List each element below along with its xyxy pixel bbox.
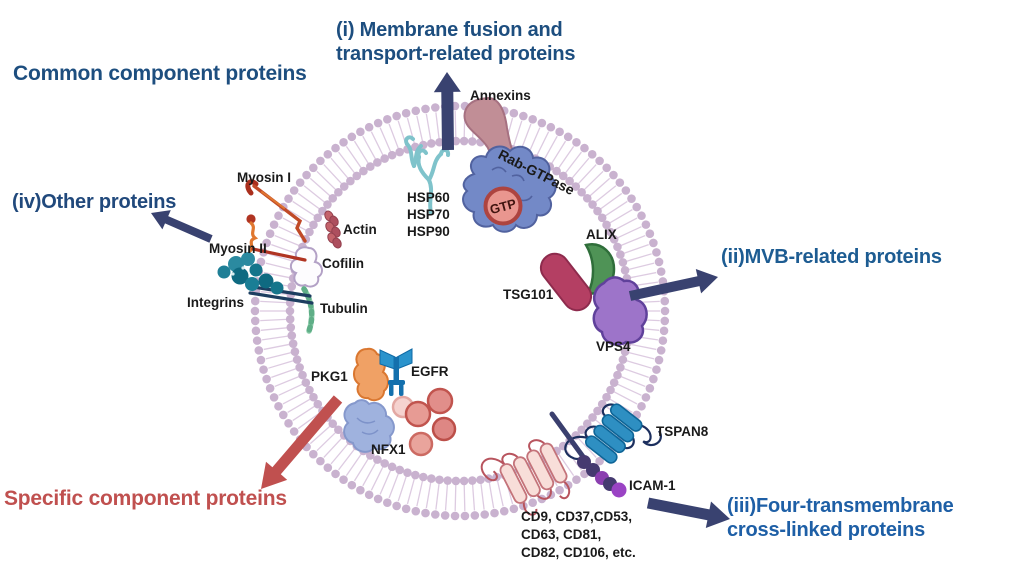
cofilin-icon [289, 246, 323, 288]
arrow-mvb-related [628, 269, 718, 301]
gtp-icon [483, 186, 523, 226]
hsp90-label: HSP90 [407, 224, 450, 239]
cd-label-line2: CD63, CD81, [521, 527, 602, 542]
tubulin-label: Tubulin [320, 301, 368, 316]
myosin-i-icon [245, 179, 307, 243]
category-i-line2: transport-related proteins [336, 43, 576, 65]
integrins-label: Integrins [187, 295, 245, 310]
nfx1-label: NFX1 [371, 442, 406, 457]
myosin-ii-icon [246, 214, 307, 262]
vps4-icon [592, 276, 648, 346]
cd-tetraspanins-label-block: CD9, CD37,CD53, CD63, CD81, CD82, CD106,… [521, 508, 636, 562]
nfx1-icon [343, 399, 395, 453]
integrins-icon [217, 252, 314, 305]
pkg1-label: PKG1 [311, 369, 348, 384]
annexins-label: Annexins [470, 88, 531, 103]
cd-label-line3: CD82, CD106, etc. [521, 545, 636, 560]
myosin-ii-label: Myosin II [209, 241, 267, 256]
arrow-other-proteins [151, 210, 213, 243]
category-ii-heading: (ii)MVB-related proteins [721, 246, 942, 268]
vesicles-icon [391, 387, 457, 457]
category-i-line1: (i) Membrane fusion and [336, 19, 563, 41]
tsg101-icon [539, 252, 593, 312]
egfr-icon [379, 348, 413, 396]
hsp70-label: HSP70 [407, 207, 450, 222]
icam1-label: ICAM-1 [629, 478, 676, 493]
hsp-label-block: HSP60 HSP70 HSP90 [407, 189, 450, 240]
icam1-icon [549, 411, 627, 498]
arrow-specific-component [261, 395, 343, 489]
actin-icon [324, 210, 342, 249]
actin-label: Actin [343, 222, 377, 237]
myosin-i-label: Myosin I [237, 170, 292, 185]
common-components-heading: Common component proteins [13, 62, 307, 85]
category-iv-heading: (iv)Other proteins [12, 191, 177, 213]
tsg101-label: TSG101 [503, 287, 554, 302]
arrow-four-transmembrane [646, 497, 730, 528]
tspan8-icon [564, 403, 662, 464]
specific-components-heading: Specific component proteins [4, 487, 287, 510]
cofilin-label: Cofilin [322, 256, 364, 271]
hsp60-label: HSP60 [407, 190, 450, 205]
egfr-label: EGFR [411, 364, 449, 379]
tspan8-label: TSPAN8 [656, 424, 709, 439]
cd-tetraspanins-icon [480, 439, 571, 516]
category-iii-line1: (iii)Four-transmembrane [727, 495, 954, 517]
tubulin-icon [301, 286, 315, 334]
cd-label-line1: CD9, CD37,CD53, [521, 509, 633, 524]
category-iii-line2: cross-linked proteins [727, 519, 926, 541]
hsp-chaperone-icon [404, 135, 451, 215]
category-iii-heading: (iii)Four-transmembrane cross-linked pro… [727, 494, 954, 542]
category-arrows [151, 72, 730, 528]
vps4-label: VPS4 [596, 339, 631, 354]
alix-label: ALIX [586, 227, 617, 242]
arrow-membrane-fusion [433, 72, 461, 151]
category-i-heading: (i) Membrane fusion and transport-relate… [336, 18, 575, 66]
